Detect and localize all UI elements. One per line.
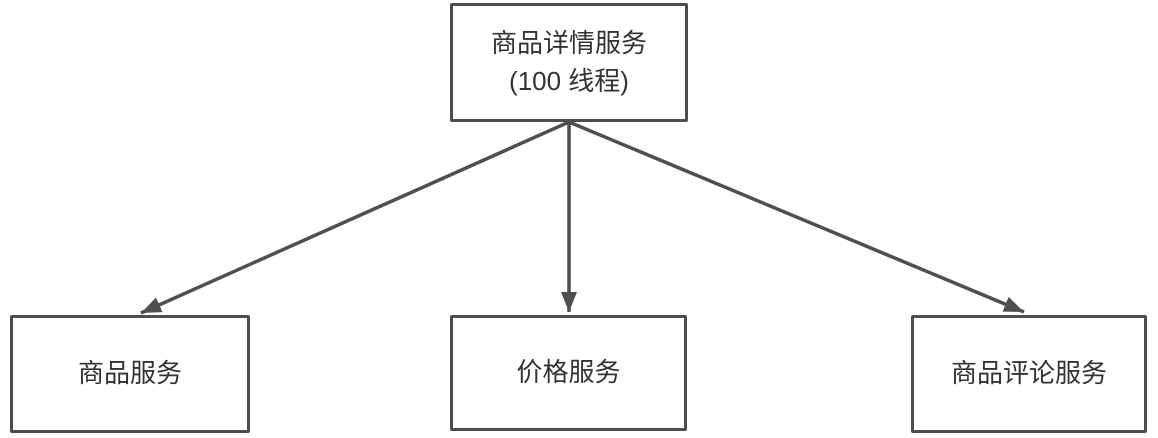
node-label: 商品服务: [77, 358, 182, 389]
node-label: 价格服务: [516, 357, 621, 388]
node-label: 商品评论服务: [950, 358, 1107, 389]
node-label-line1: 商品详情服务: [490, 27, 647, 58]
arrow-root-to-product-service: [140, 120, 570, 315]
node-label-line2: (100 线程): [509, 65, 629, 96]
node-product-detail-service: 商品详情服务 (100 线程): [450, 3, 688, 122]
node-price-service: 价格服务: [450, 315, 687, 431]
arrow-root-to-review-service: [568, 120, 1025, 314]
node-review-service: 商品评论服务: [911, 315, 1147, 433]
node-product-service: 商品服务: [10, 315, 250, 433]
